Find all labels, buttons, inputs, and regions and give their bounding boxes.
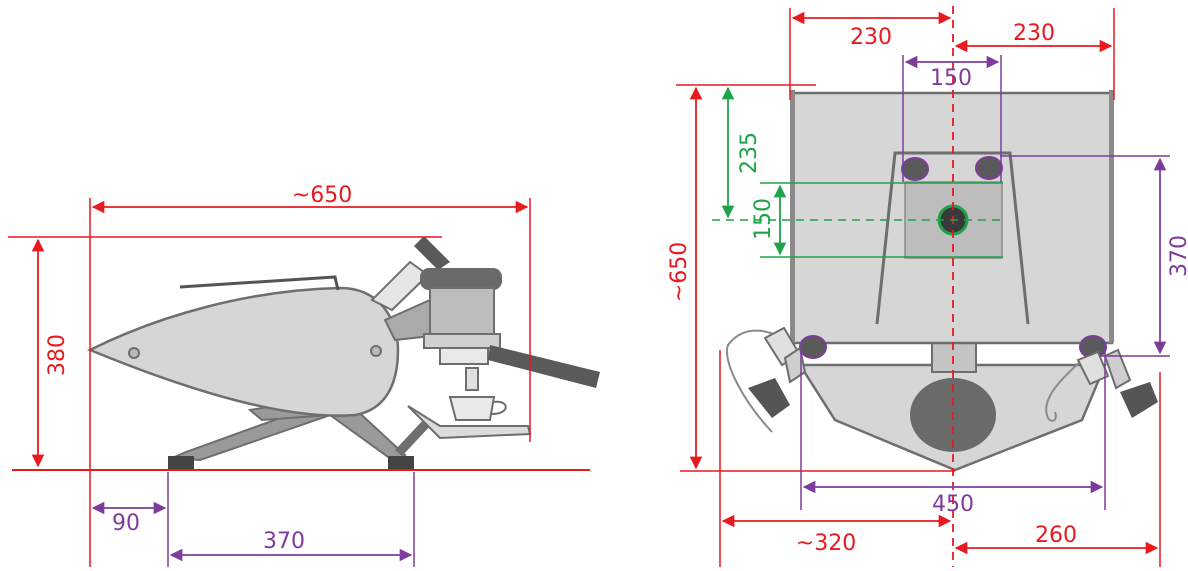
top-rear-left-label: ~320 <box>796 531 856 556</box>
top-half-width-left-label: 230 <box>850 25 892 50</box>
top-half-width-right-label: 230 <box>1013 21 1055 46</box>
side-foot-left <box>168 456 194 471</box>
top-plate-edge-right <box>1109 90 1114 343</box>
side-body-bolt-rear <box>370 345 382 357</box>
side-body <box>86 286 400 417</box>
top-right-lever <box>1120 382 1158 418</box>
side-foot-right <box>388 456 414 471</box>
top-left-arm-wire <box>725 329 791 433</box>
top-handle-spacing-label: 150 <box>930 66 972 91</box>
side-lever <box>414 236 450 270</box>
top-view: 235 150 230 230 ~650 ~320 260 150 370 45… <box>667 6 1188 567</box>
side-rail <box>179 275 340 291</box>
top-right-arm-wire <box>1045 361 1081 422</box>
top-foot-left <box>799 335 827 359</box>
top-rear-right-label: 260 <box>1035 523 1077 548</box>
side-length-label: ~650 <box>292 183 352 208</box>
top-knob-right <box>975 156 1003 180</box>
top-left-arm-link <box>783 346 807 384</box>
top-neck <box>931 339 977 373</box>
side-arm <box>370 260 430 312</box>
top-knob-left <box>901 157 929 181</box>
top-feet-depth-label: 370 <box>1167 235 1188 277</box>
side-grinder-base <box>423 333 501 349</box>
side-spout-tip <box>465 367 479 391</box>
side-height-label: 380 <box>45 334 70 376</box>
top-depth-label: ~650 <box>667 242 692 302</box>
side-cup-handle <box>491 400 507 415</box>
top-right-arm-link <box>1103 348 1132 390</box>
top-left-lever <box>748 378 790 418</box>
top-green-offset-label: 235 <box>737 132 762 174</box>
side-foot-offset-label: 90 <box>112 511 140 536</box>
top-plate-edge-left <box>790 90 795 343</box>
side-cup <box>448 396 496 421</box>
top-green-size-label: 150 <box>751 198 776 240</box>
side-tray <box>407 405 532 440</box>
side-grinder-cap <box>420 268 502 290</box>
side-grinder-body <box>429 287 495 335</box>
side-spout <box>439 347 489 365</box>
side-body-bolt-front <box>128 347 140 359</box>
side-view: 380 ~650 90 370 <box>8 183 600 567</box>
top-right-arm-block <box>1076 350 1110 386</box>
top-feet-width-label: 450 <box>932 492 974 517</box>
side-foot-spacing-label: 370 <box>263 529 305 554</box>
side-handle <box>488 345 600 388</box>
